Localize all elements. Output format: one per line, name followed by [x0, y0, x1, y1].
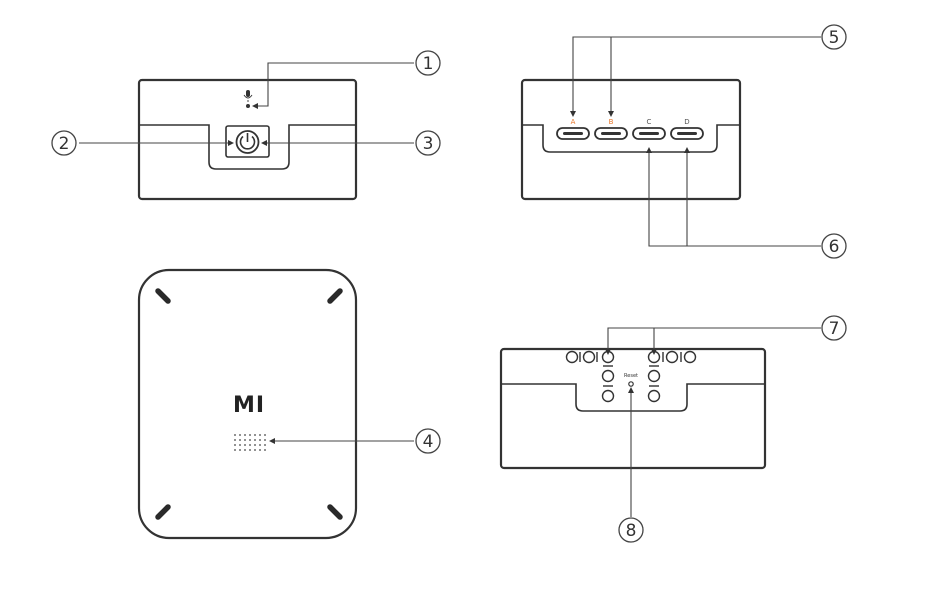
foot-top-left [155, 288, 171, 304]
callout-number-7: 7 [829, 319, 840, 339]
back-body [520, 78, 742, 201]
side-view: Reset [499, 327, 821, 517]
reset-label: Reset [624, 373, 638, 379]
callout-number-2: 2 [59, 134, 70, 154]
foot-top-right [327, 288, 343, 304]
contact-column-right [647, 365, 661, 403]
callout-8: 8 [618, 517, 644, 543]
callout-7: 7 [821, 315, 847, 341]
callout-6: 6 [821, 233, 847, 259]
brand-logo: MI [233, 393, 265, 418]
callout-number-8: 8 [626, 521, 637, 541]
port-d[interactable]: D [670, 118, 704, 140]
callout-4: 4 [415, 428, 441, 454]
callout-number-1: 1 [423, 54, 434, 74]
contact-row-left [565, 350, 615, 364]
contact-row-right [647, 350, 697, 364]
microphone-icon [243, 90, 253, 102]
mic-indicator-dot [246, 104, 250, 108]
front-recess [139, 124, 356, 170]
callout-2: 2 [51, 130, 77, 156]
leader-5 [572, 36, 821, 113]
port-a[interactable]: A [556, 118, 590, 140]
callout-3: 3 [415, 130, 441, 156]
side-body [499, 347, 767, 470]
front-body [137, 78, 358, 201]
reset-button[interactable] [628, 381, 634, 387]
side-recess [501, 383, 765, 412]
power-icon [235, 130, 260, 154]
callout-number-3: 3 [423, 134, 434, 154]
callout-1: 1 [415, 50, 441, 76]
speaker-grille [234, 434, 266, 451]
callout-number-6: 6 [829, 237, 840, 257]
leader-6 [648, 152, 821, 247]
back-recess [522, 124, 740, 153]
port-c[interactable]: C [632, 118, 666, 140]
contact-column-left [601, 365, 615, 403]
port-label-a: A [571, 118, 576, 126]
leader-1 [256, 62, 414, 107]
port-label-c: C [647, 118, 652, 126]
port-label-d: D [684, 118, 689, 126]
foot-bottom-right [327, 504, 343, 520]
front-view [79, 62, 414, 201]
bottom-view: MI [137, 268, 414, 540]
callout-number-4: 4 [423, 432, 434, 452]
leader-7 [607, 327, 821, 351]
port-b[interactable]: B [594, 118, 628, 140]
bottom-body [137, 268, 358, 540]
power-button[interactable] [225, 125, 270, 158]
port-label-b: B [609, 118, 614, 126]
callout-5: 5 [821, 24, 847, 50]
callout-number-5: 5 [829, 28, 840, 48]
back-view: A B C D [520, 36, 821, 247]
foot-bottom-left [155, 504, 171, 520]
